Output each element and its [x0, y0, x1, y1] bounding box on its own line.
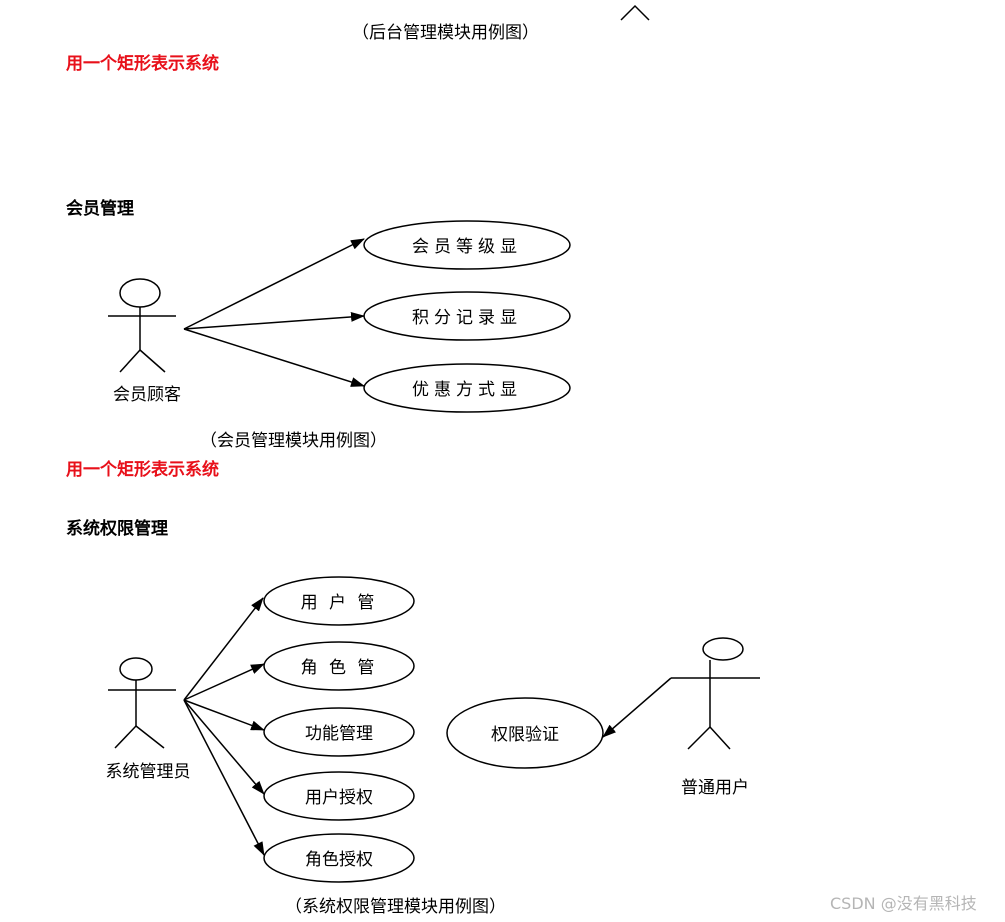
use-case-label: 角色授权 [305, 850, 373, 870]
user-actor-figure [671, 637, 760, 750]
arrow-permission-verify [602, 677, 672, 738]
member-caption: （会员管理模块用例图） [200, 431, 387, 451]
use-case-function-management [263, 707, 415, 757]
use-case-user-management [263, 576, 415, 626]
permission-caption: （系统权限管理模块用例图） [285, 897, 506, 917]
member-actor-figure [108, 278, 176, 373]
use-case-label: 积分记录显 [412, 308, 522, 328]
backend-caption: （后台管理模块用例图） [352, 23, 539, 43]
admin-actor-figure [108, 657, 176, 749]
use-case-label: 功能管理 [305, 724, 373, 744]
admin-actor-label: 系统管理员 [106, 762, 191, 782]
use-case-label: 权限验证 [491, 725, 559, 745]
arrow-role-management [183, 663, 265, 701]
use-case-label: 用户授权 [305, 788, 373, 808]
use-case-label: 用 户 管 [301, 593, 378, 613]
arrow-discount-method [183, 328, 365, 387]
member-actor-label: 会员顾客 [113, 385, 181, 405]
arrow-role-authorization [183, 699, 265, 856]
use-case-discount-method [363, 363, 571, 413]
watermark: CSDN @没有黑科技 [830, 894, 977, 913]
caret-mark [620, 4, 650, 21]
rect-note-1: 用一个矩形表示系统 [66, 54, 219, 74]
arrow-user-management [183, 597, 264, 701]
arrow-user-authorization [183, 699, 265, 795]
use-case-label: 优惠方式显 [412, 380, 522, 400]
use-case-label: 角 色 管 [301, 658, 378, 678]
arrow-points-record [183, 311, 365, 330]
permission-section-title: 系统权限管理 [66, 519, 168, 539]
use-case-role-authorization [263, 833, 415, 883]
use-case-user-authorization [263, 771, 415, 821]
user-actor-label: 普通用户 [681, 778, 749, 798]
member-section-title: 会员管理 [66, 199, 134, 219]
rect-note-2: 用一个矩形表示系统 [66, 460, 219, 480]
arrow-function-management [183, 699, 265, 731]
use-case-label: 会员等级显 [412, 237, 522, 257]
arrow-member-level [183, 238, 365, 330]
